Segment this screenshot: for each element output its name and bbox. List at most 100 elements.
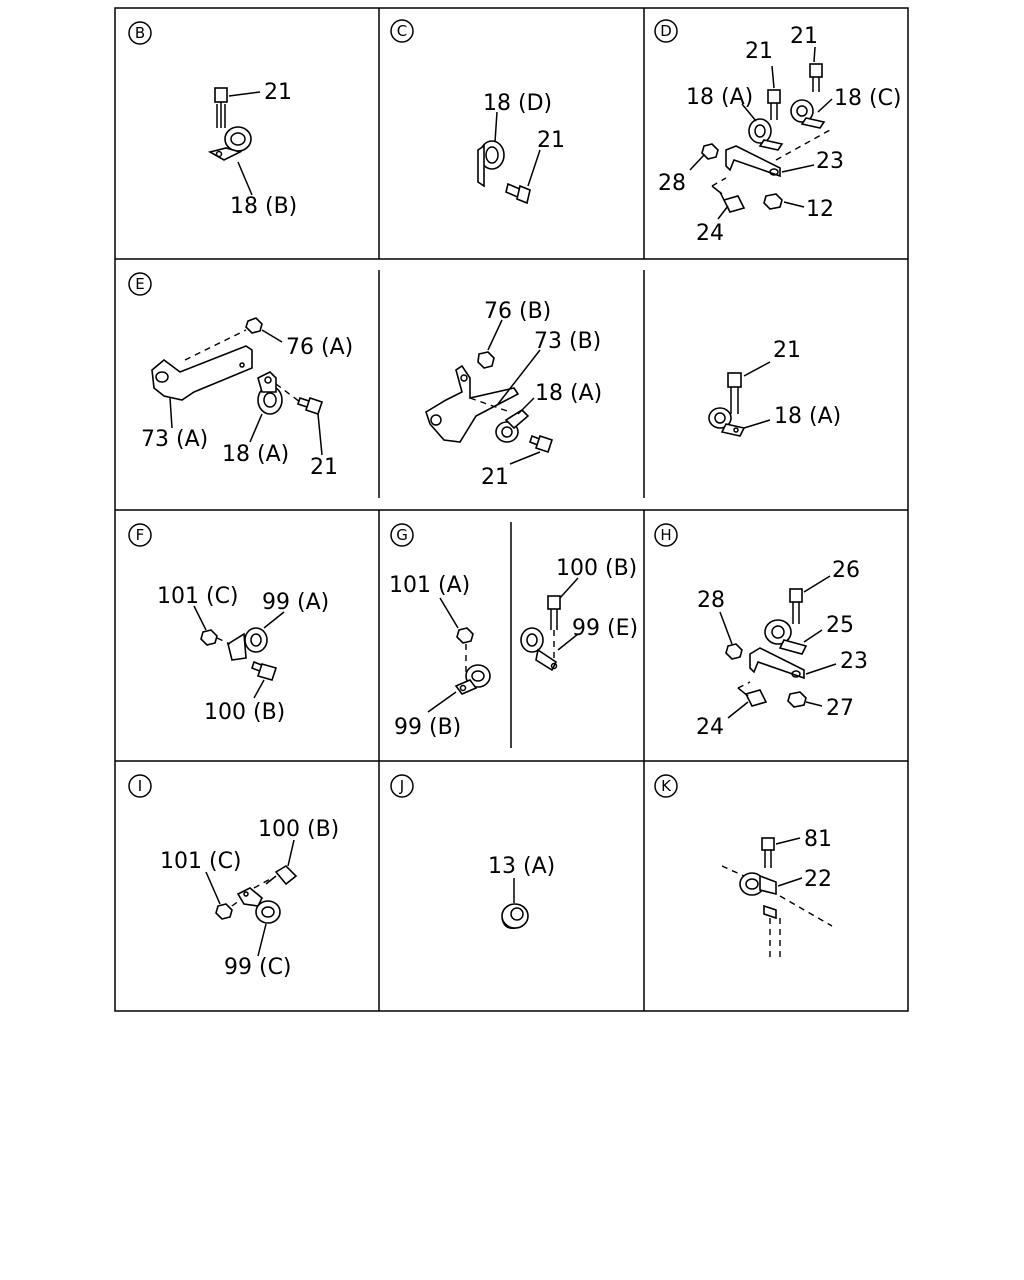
panel-f: F 101 (C) 99 (A) 100 (B)	[128, 523, 329, 725]
label-18a: 18 (A)	[686, 85, 753, 110]
panel-g: G 101 (A) 99 (B) 100 (B)	[389, 523, 638, 740]
clip-18a	[708, 407, 746, 437]
svg-text:D: D	[660, 22, 672, 40]
label-21: 21	[537, 128, 565, 153]
svg-text:J: J	[399, 777, 404, 795]
bolt-21	[505, 182, 531, 205]
label-18c: 18 (C)	[834, 86, 902, 111]
label-99e: 99 (E)	[572, 616, 638, 641]
svg-text:H: H	[660, 526, 671, 544]
label-101c: 101 (C)	[160, 849, 242, 874]
panel-letter-d: D	[654, 19, 678, 43]
nut-28	[701, 143, 719, 160]
clip-99c	[236, 887, 281, 924]
nut-76a	[245, 317, 263, 334]
bolt-21-right	[809, 63, 823, 92]
svg-text:E: E	[135, 275, 144, 293]
panel-e-right: 21 18 (A)	[708, 338, 841, 437]
label-73a: 73 (A)	[141, 427, 208, 452]
label-76b: 76 (B)	[484, 299, 551, 324]
panel-letter-b: B	[128, 21, 152, 45]
label-21: 21	[773, 338, 801, 363]
clip-99e	[520, 627, 558, 672]
bolt-81	[761, 837, 775, 868]
bolt-21	[296, 396, 324, 416]
svg-text:G: G	[396, 526, 408, 544]
label-24: 24	[696, 221, 724, 246]
panel-k: K 81 22	[654, 774, 833, 962]
label-21a: 21	[745, 39, 773, 64]
nut-101a	[456, 627, 474, 644]
panel-letter-f: F	[128, 523, 152, 547]
clip-99a	[227, 627, 268, 661]
label-18a: 18 (A)	[222, 442, 289, 467]
panel-i: I 100 (B) 101 (C) 99 (C)	[128, 774, 339, 980]
label-27: 27	[826, 696, 854, 721]
bolt-21	[214, 87, 228, 128]
clip-18a	[748, 118, 784, 151]
bolt-24	[744, 689, 768, 707]
label-12: 12	[806, 197, 834, 222]
label-99c: 99 (C)	[224, 955, 292, 980]
bracket-23	[725, 145, 781, 178]
label-25: 25	[826, 613, 854, 638]
nut-76b	[477, 351, 495, 369]
bracket-73b	[425, 364, 520, 443]
bracket-23	[749, 647, 805, 680]
bolt-100b	[251, 660, 278, 681]
label-28: 28	[697, 588, 725, 613]
grid-frame	[114, 7, 909, 1012]
label-18b: 18 (B)	[230, 194, 297, 219]
label-101a: 101 (A)	[389, 573, 470, 598]
nut-27	[787, 691, 807, 708]
label-100b: 100 (B)	[258, 817, 339, 842]
panel-e: E 76 (A) 73 (A) 18 (A) 21	[128, 272, 353, 480]
label-28: 28	[658, 171, 686, 196]
panel-j: J 13 (A)	[390, 774, 555, 930]
clamp-22	[739, 872, 777, 896]
label-21b: 21	[790, 24, 818, 49]
panel-letter-c: C	[390, 19, 414, 43]
label-76a: 76 (A)	[286, 335, 353, 360]
label-73b: 73 (B)	[534, 329, 601, 354]
label-100b: 100 (B)	[556, 556, 637, 581]
label-99b: 99 (B)	[394, 715, 461, 740]
clip-18d	[477, 140, 505, 188]
label-26: 26	[832, 558, 860, 583]
panel-letter-g: G	[390, 523, 414, 547]
label-22: 22	[804, 867, 832, 892]
clip-99b	[454, 664, 491, 695]
label-23: 23	[816, 149, 844, 174]
bolt-21	[529, 434, 554, 454]
clip-25	[764, 619, 808, 655]
label-18d: 18 (D)	[483, 91, 552, 116]
panel-b: B 21 18 (B)	[128, 21, 297, 219]
label-99a: 99 (A)	[262, 590, 329, 615]
label-81: 81	[804, 827, 832, 852]
label-23: 23	[840, 649, 868, 674]
clip-18a	[257, 371, 283, 415]
grommet-13a	[501, 903, 529, 930]
bolt-100b	[547, 595, 561, 630]
panel-c: C 18 (D) 21	[390, 19, 565, 205]
nut-28	[725, 643, 743, 660]
bolt-26	[789, 588, 803, 624]
panel-e-middle: 76 (B) 73 (B) 18 (A) 21	[425, 299, 602, 490]
mounting-post	[763, 904, 781, 962]
panel-letter-j: J	[390, 774, 414, 798]
label-24: 24	[696, 715, 724, 740]
bolt-100b	[265, 864, 298, 886]
bolt-24	[719, 191, 746, 213]
svg-text:I: I	[138, 777, 142, 795]
nut-101c	[215, 903, 233, 920]
clip-18c	[790, 99, 826, 129]
label-13a: 13 (A)	[488, 854, 555, 879]
label-21: 21	[481, 465, 509, 490]
clip-18a	[495, 408, 530, 443]
clip-18b	[207, 126, 252, 161]
bolt-21	[727, 372, 742, 414]
svg-text:K: K	[661, 777, 672, 795]
panel-letter-i: I	[128, 774, 152, 798]
label-101c: 101 (C)	[157, 584, 239, 609]
